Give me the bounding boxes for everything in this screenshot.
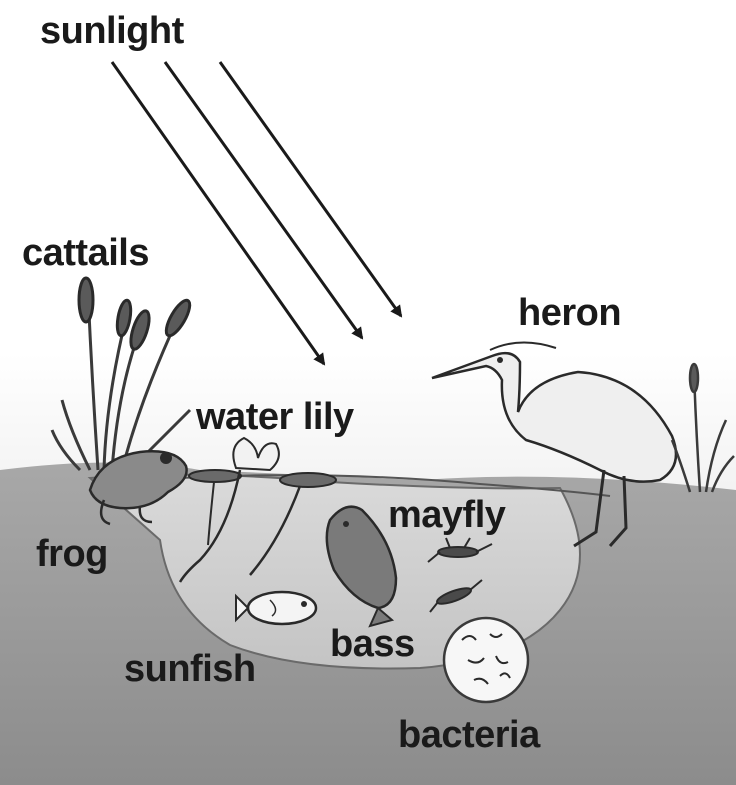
bacteria-microbes bbox=[444, 618, 528, 702]
label-water-lily: water lily bbox=[196, 398, 354, 436]
label-sunfish: sunfish bbox=[124, 650, 256, 688]
label-sunlight: sunlight bbox=[40, 12, 184, 50]
label-bacteria: bacteria bbox=[398, 716, 540, 754]
label-bass: bass bbox=[330, 625, 415, 663]
label-heron: heron bbox=[518, 294, 621, 332]
label-cattails: cattails bbox=[22, 234, 149, 272]
label-frog: frog bbox=[36, 535, 108, 573]
label-mayfly: mayfly bbox=[388, 496, 505, 534]
